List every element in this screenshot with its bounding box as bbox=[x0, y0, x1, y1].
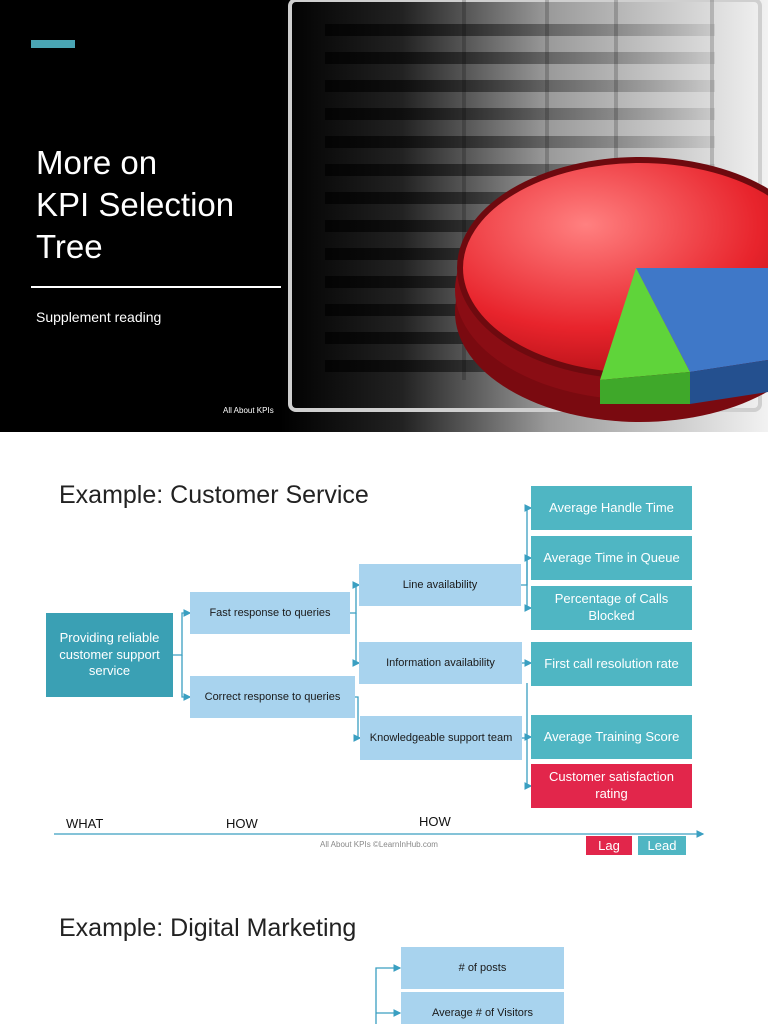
slide-title: Example: Digital Marketing bbox=[59, 914, 357, 942]
title-slide: More on KPI Selection Tree Supplement re… bbox=[0, 0, 768, 432]
tree-connectors bbox=[375, 964, 402, 1024]
average-visitors-node: Average # of Visitors bbox=[401, 992, 564, 1024]
title-line-3: Tree bbox=[36, 228, 103, 265]
slide-subtitle: Supplement reading bbox=[36, 309, 162, 325]
axis-label-how-2: HOW bbox=[419, 814, 451, 829]
kpi-first-call-resolution: First call resolution rate bbox=[531, 642, 692, 686]
spreadsheet-pie-chart-illustration bbox=[280, 0, 768, 432]
legend-lead: Lead bbox=[638, 836, 686, 855]
line-availability-node: Line availability bbox=[359, 564, 521, 606]
legend-lag: Lag bbox=[586, 836, 632, 855]
tree-connectors bbox=[54, 504, 705, 838]
kpi-customer-satisfaction: Customer satisfaction rating bbox=[531, 764, 692, 808]
knowledgeable-team-node: Knowledgeable support team bbox=[360, 716, 522, 760]
slide-footer: All About KPIs ©LearnInHub.com bbox=[320, 840, 438, 849]
title-divider bbox=[31, 286, 281, 288]
title-line-2: KPI Selection bbox=[36, 186, 235, 223]
digital-marketing-slide: Example: Digital Marketing # of posts Av… bbox=[0, 866, 768, 1024]
slide-title: Example: Customer Service bbox=[59, 481, 369, 509]
kpi-average-training-score: Average Training Score bbox=[531, 715, 692, 759]
kpi-percentage-calls-blocked: Percentage of Calls Blocked bbox=[531, 586, 692, 630]
kpi-average-handle-time: Average Handle Time bbox=[531, 486, 692, 530]
root-goal-node: Providing reliable customer support serv… bbox=[46, 613, 173, 697]
accent-bar bbox=[31, 40, 75, 48]
fast-response-node: Fast response to queries bbox=[190, 592, 350, 634]
axis-label-how-1: HOW bbox=[226, 816, 258, 831]
posts-count-node: # of posts bbox=[401, 947, 564, 989]
kpi-average-time-in-queue: Average Time in Queue bbox=[531, 536, 692, 580]
customer-service-slide: Example: Customer Service bbox=[0, 433, 768, 865]
information-availability-node: Information availability bbox=[359, 642, 522, 684]
slide-title: More on KPI Selection Tree bbox=[36, 142, 276, 268]
title-line-1: More on bbox=[36, 144, 158, 181]
correct-response-node: Correct response to queries bbox=[190, 676, 355, 718]
slide-footer: All About KPIs bbox=[223, 406, 274, 415]
axis-label-what: WHAT bbox=[66, 816, 104, 831]
